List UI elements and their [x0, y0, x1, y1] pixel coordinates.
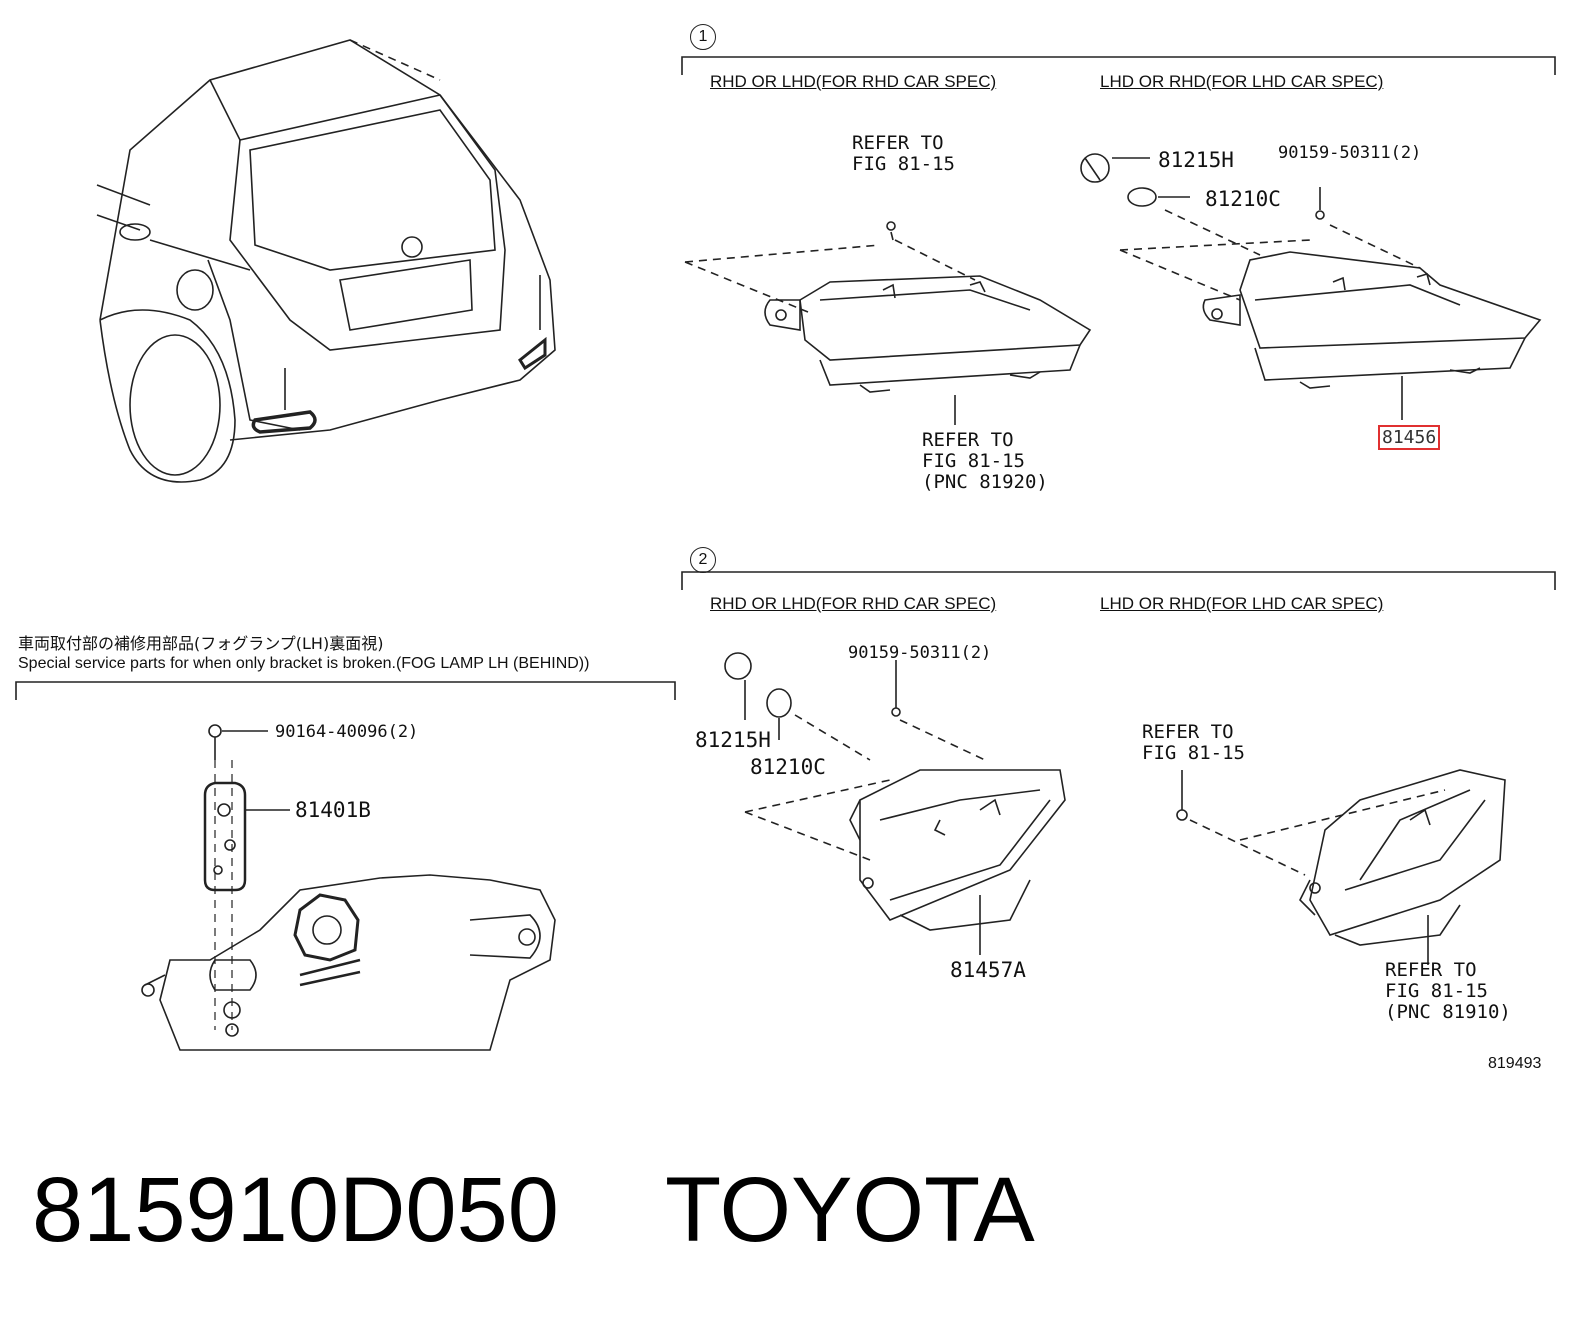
- section1-bulb-socket-label: 81215H: [1158, 148, 1234, 172]
- section1-lamp-highlighted-label[interactable]: 81456: [1378, 425, 1441, 450]
- section1-frame: [681, 56, 1556, 75]
- footer-brand: TOYOTA: [665, 1159, 1035, 1261]
- section2-right-lamp: [1176, 769, 1506, 965]
- section1-right-lamp: [1080, 153, 1542, 420]
- bracket-illustration: [141, 724, 556, 1051]
- figure-id: 819493: [1488, 1055, 1542, 1072]
- section2-bulb-label: 81210C: [750, 755, 826, 779]
- car-rear-illustration: [96, 39, 556, 483]
- callout-2: 2: [690, 547, 716, 573]
- footer-part-number: 815910D050: [32, 1159, 559, 1261]
- section1-screw-label: 90159-50311(2): [1278, 143, 1422, 163]
- section2-header-left: RHD OR LHD(FOR RHD CAR SPEC): [710, 594, 997, 613]
- bracket-screw-label: 90164-40096(2): [275, 722, 419, 742]
- section2-frame: [681, 571, 1556, 590]
- section2-lamp-label: 81457A: [950, 958, 1026, 982]
- section1-header-right: LHD OR RHD(FOR LHD CAR SPEC): [1100, 72, 1384, 91]
- section1-refer-bottom: REFER TO FIG 81-15 (PNC 81920): [922, 429, 1048, 493]
- section1-left-lamp: [684, 221, 1092, 425]
- section1-header-left: RHD OR LHD(FOR RHD CAR SPEC): [710, 72, 997, 91]
- callout-1: 1: [690, 24, 716, 50]
- section1-refer-top: REFER TO FIG 81-15: [852, 132, 955, 175]
- bracket-title-en: Special service parts for when only brac…: [18, 655, 590, 672]
- section2-refer-right-top: REFER TO FIG 81-15: [1142, 721, 1245, 764]
- section2-screw-label: 90159-50311(2): [848, 643, 992, 663]
- section1-bulb-label: 81210C: [1205, 187, 1281, 211]
- bracket-title-jp: 車両取付部の補修用部品(フォグランプ(LH)裏面視): [18, 634, 384, 653]
- bracket-frame: [15, 681, 676, 700]
- bracket-part-label: 81401B: [295, 798, 371, 822]
- section2-bulb-socket-label: 81215H: [695, 728, 771, 752]
- section2-refer-right-bottom: REFER TO FIG 81-15 (PNC 81910): [1385, 959, 1511, 1023]
- section2-left-lamp: [724, 652, 1066, 955]
- section2-header-right: LHD OR RHD(FOR LHD CAR SPEC): [1100, 594, 1384, 613]
